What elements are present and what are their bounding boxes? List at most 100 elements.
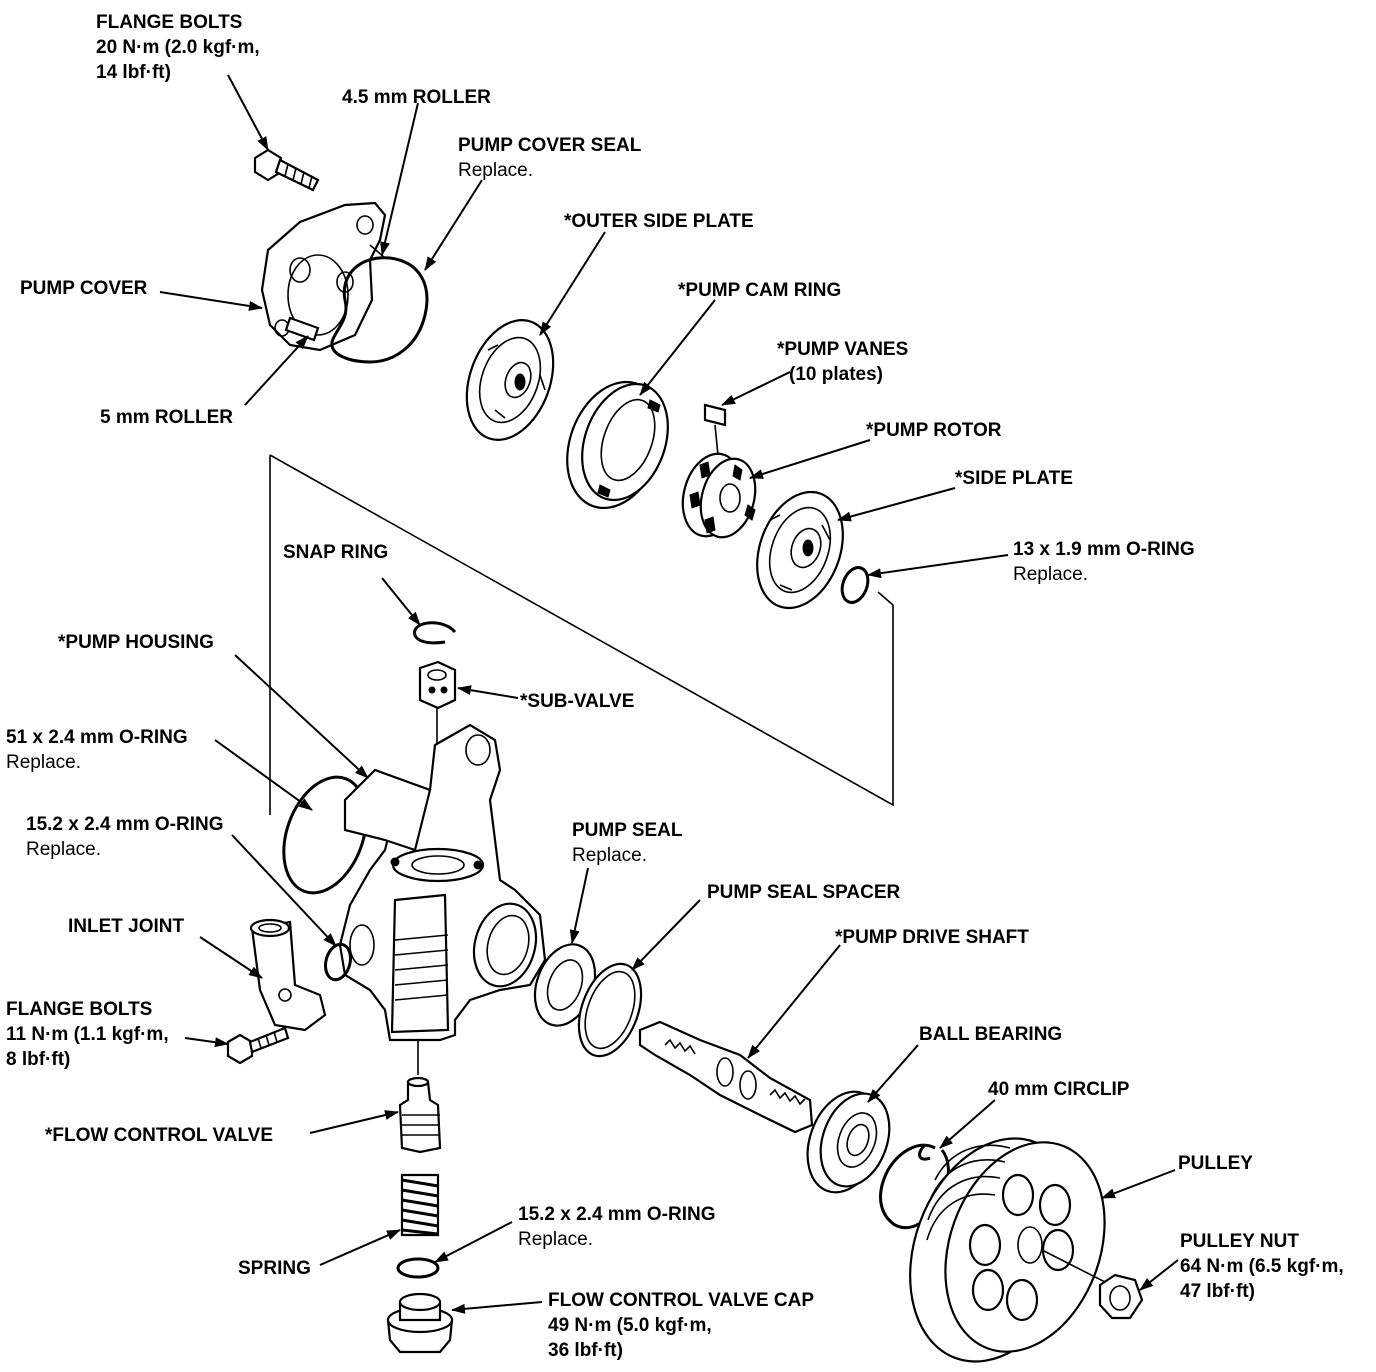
label-flow-control-valve-cap: FLOW CONTROL VALVE CAP 49 N·m (5.0 kgf·m… <box>548 1288 814 1363</box>
label-title: PULLEY NUT <box>1180 1231 1299 1252</box>
flange-bolt-top <box>253 148 320 192</box>
label-roller-5mm: 5 mm ROLLER <box>100 405 233 430</box>
pulley <box>909 1137 1106 1363</box>
assembly-guide-lines <box>269 454 894 815</box>
pump-drive-shaft <box>638 1020 814 1134</box>
label-title: BALL BEARING <box>919 1024 1063 1045</box>
label-torque-lbf: 47 lbf·ft) <box>1180 1281 1255 1302</box>
label-pump-seal-spacer: PUMP SEAL SPACER <box>707 880 900 905</box>
label-roller-4-5mm: 4.5 mm ROLLER <box>342 85 491 110</box>
label-title: 15.2 x 2.4 mm O-RING <box>26 814 224 835</box>
flange-bolt-bottom <box>226 1026 290 1065</box>
label-pulley: PULLEY <box>1178 1151 1253 1176</box>
pump-rotor <box>681 452 757 539</box>
label-torque: 49 N·m (5.0 kgf·m, <box>548 1315 712 1336</box>
label-title: 5 mm ROLLER <box>100 407 234 428</box>
label-torque-lbf: 14 lbf·ft) <box>96 62 171 83</box>
label-oring-15-2-lower: 15.2 x 2.4 mm O-RING Replace. <box>518 1202 715 1252</box>
label-note: Replace. <box>1013 564 1088 585</box>
label-torque-lbf: 36 lbf·ft) <box>548 1340 623 1361</box>
label-outer-side-plate: *OUTER SIDE PLATE <box>564 209 754 234</box>
label-title: FLOW CONTROL VALVE CAP <box>548 1290 814 1311</box>
label-note: Replace. <box>518 1229 593 1250</box>
label-spring: SPRING <box>238 1256 311 1281</box>
label-flange-bolts-top: FLANGE BOLTS 20 N·m (2.0 kgf·m, 14 lbf·f… <box>96 10 260 85</box>
side-plate <box>756 490 844 610</box>
label-title: *SUB-VALVE <box>520 691 635 712</box>
label-pump-cover: PUMP COVER <box>20 276 147 301</box>
oring-13x1-9 <box>840 566 870 604</box>
label-torque: 20 N·m (2.0 kgf·m, <box>96 37 260 58</box>
spring <box>400 1173 440 1237</box>
inlet-joint <box>249 918 327 1032</box>
label-title: PUMP COVER SEAL <box>458 135 642 156</box>
pump-vanes <box>703 403 727 456</box>
label-title: 13 x 1.9 mm O-RING <box>1013 539 1195 560</box>
leader-lines <box>159 74 1179 1314</box>
pump-cover <box>260 201 387 352</box>
label-note: Replace. <box>6 752 81 773</box>
pump-cover-seal <box>330 256 429 364</box>
label-title: PULLEY <box>1178 1153 1253 1174</box>
label-pump-housing: *PUMP HOUSING <box>58 630 214 655</box>
label-flow-control-valve: *FLOW CONTROL VALVE <box>45 1123 273 1148</box>
label-title: 51 x 2.4 mm O-RING <box>6 727 188 748</box>
label-pulley-nut: PULLEY NUT 64 N·m (6.5 kgf·m, 47 lbf·ft) <box>1180 1229 1344 1304</box>
flow-control-valve-cap <box>386 1292 454 1354</box>
pump-housing <box>338 723 547 1075</box>
label-pump-cam-ring: *PUMP CAM RING <box>678 278 841 303</box>
label-title: *PUMP DRIVE SHAFT <box>835 927 1029 948</box>
label-title: *FLOW CONTROL VALVE <box>45 1125 273 1146</box>
label-note: Replace. <box>572 845 647 866</box>
snap-ring <box>413 621 457 645</box>
label-pump-cover-seal: PUMP COVER SEAL Replace. <box>458 133 641 183</box>
label-title: 4.5 mm ROLLER <box>342 87 491 108</box>
label-torque-lbf: 8 lbf·ft) <box>6 1049 71 1070</box>
label-title: PUMP SEAL <box>572 820 683 841</box>
oring-15-2-upper <box>324 942 352 982</box>
label-sub-valve: *SUB-VALVE <box>520 689 634 714</box>
label-title: FLANGE BOLTS <box>6 999 153 1020</box>
label-note: (10 plates) <box>789 364 883 385</box>
label-inlet-joint: INLET JOINT <box>68 914 184 939</box>
label-note: Replace. <box>458 160 533 181</box>
label-title: *PUMP HOUSING <box>58 632 214 653</box>
label-title: INLET JOINT <box>68 916 185 937</box>
label-oring-51x2-4: 51 x 2.4 mm O-RING Replace. <box>6 725 188 775</box>
label-title: *OUTER SIDE PLATE <box>564 211 754 232</box>
label-torque: 64 N·m (6.5 kgf·m, <box>1180 1256 1344 1277</box>
label-title: *PUMP VANES <box>777 339 909 360</box>
label-snap-ring: SNAP RING <box>283 540 388 565</box>
label-title: SPRING <box>238 1258 311 1279</box>
label-flange-bolts-bottom: FLANGE BOLTS 11 N·m (1.1 kgf·m, 8 lbf·ft… <box>6 997 169 1072</box>
label-side-plate: *SIDE PLATE <box>955 466 1073 491</box>
label-pump-drive-shaft: *PUMP DRIVE SHAFT <box>835 925 1029 950</box>
label-title: PUMP COVER <box>20 278 148 299</box>
label-oring-15-2-upper: 15.2 x 2.4 mm O-RING Replace. <box>26 812 223 862</box>
label-title: *SIDE PLATE <box>955 468 1073 489</box>
label-oring-13x1-9: 13 x 1.9 mm O-RING Replace. <box>1013 537 1195 587</box>
label-note: Replace. <box>26 839 101 860</box>
flow-control-valve <box>398 1076 442 1154</box>
oring-15-2-lower <box>396 1257 440 1279</box>
label-title: 40 mm CIRCLIP <box>988 1079 1130 1100</box>
outer-side-plate <box>465 319 555 441</box>
oring-51x2-4 <box>282 775 368 895</box>
label-title: FLANGE BOLTS <box>96 12 243 33</box>
pump-cam-ring <box>566 380 669 510</box>
label-title: *PUMP ROTOR <box>866 420 1002 441</box>
ball-bearing <box>806 1090 891 1194</box>
label-ball-bearing: BALL BEARING <box>919 1022 1062 1047</box>
label-title: *PUMP CAM RING <box>678 280 842 301</box>
label-title: PUMP SEAL SPACER <box>707 882 901 903</box>
label-title: SNAP RING <box>283 542 389 563</box>
label-torque: 11 N·m (1.1 kgf·m, <box>6 1024 169 1045</box>
label-pump-seal: PUMP SEAL Replace. <box>572 818 683 868</box>
label-circlip-40mm: 40 mm CIRCLIP <box>988 1077 1129 1102</box>
label-pump-vanes: *PUMP VANES (10 plates) <box>777 337 908 387</box>
label-pump-rotor: *PUMP ROTOR <box>866 418 1002 443</box>
pulley-nut <box>1098 1273 1144 1320</box>
label-title: 15.2 x 2.4 mm O-RING <box>518 1204 716 1225</box>
pump-seal-spacer <box>577 962 643 1058</box>
